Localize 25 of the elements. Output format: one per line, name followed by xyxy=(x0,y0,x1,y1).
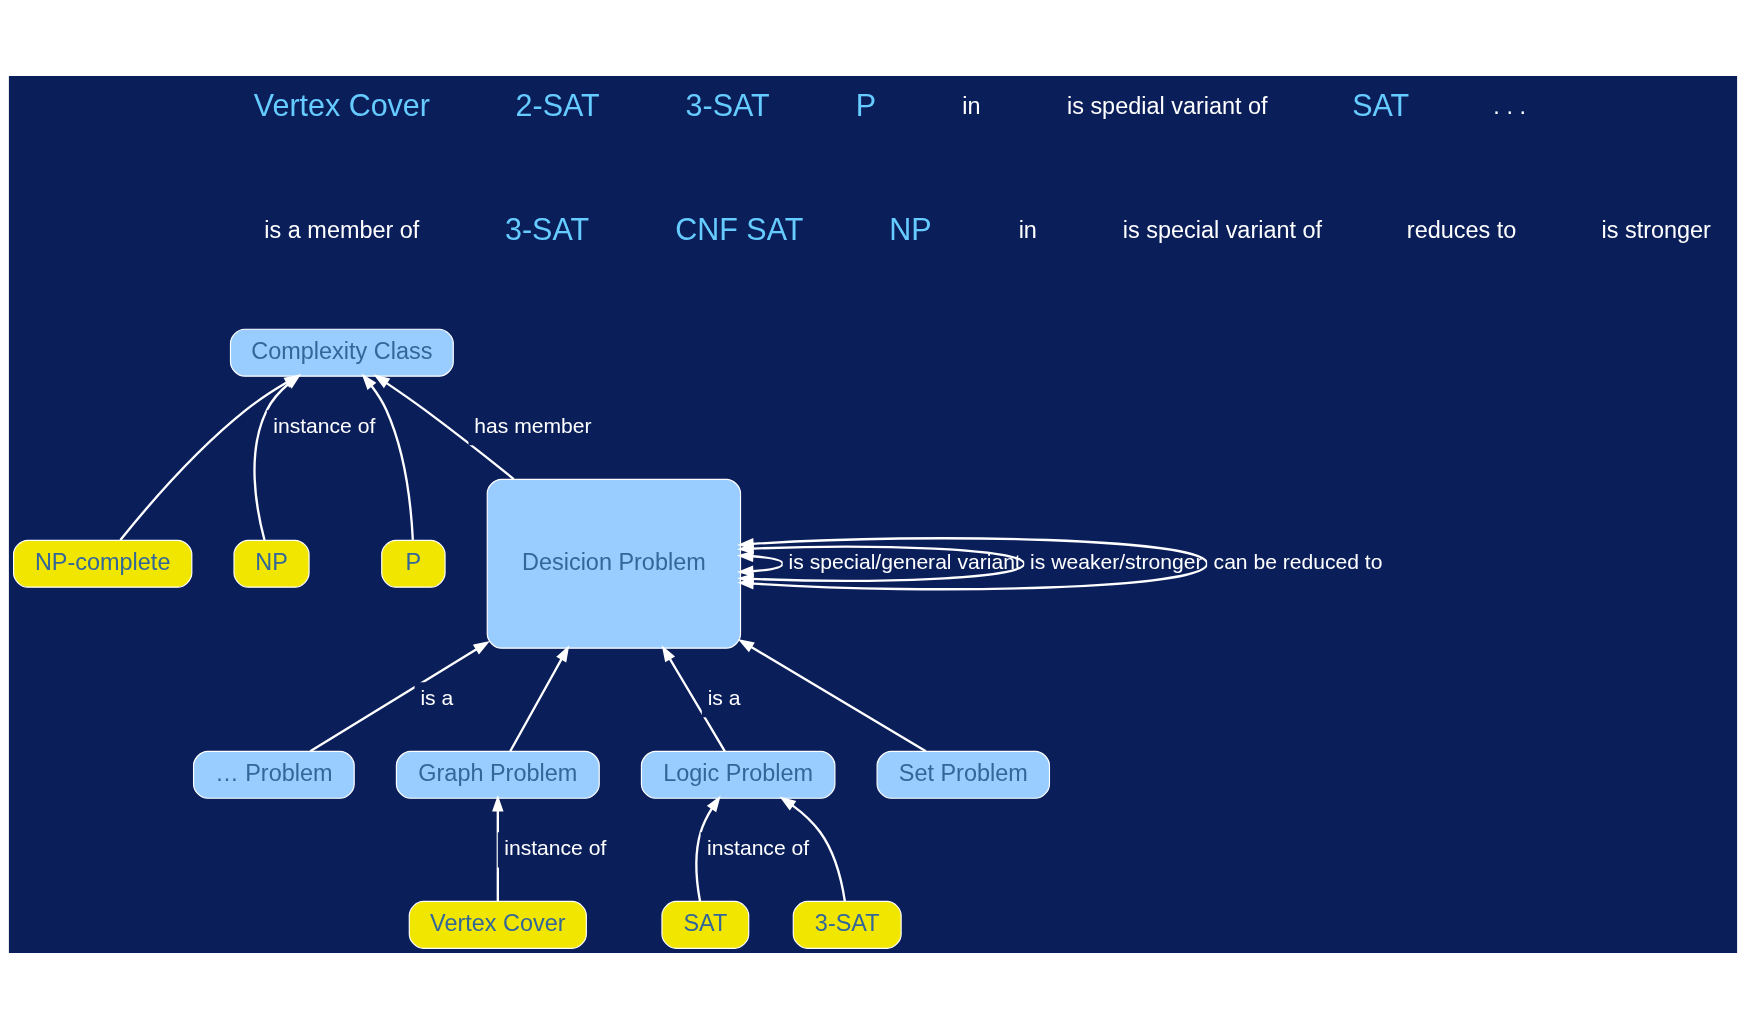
edge-label: is weaker/stronger xyxy=(1030,549,1203,573)
label: is a member of xyxy=(264,217,420,244)
label: in xyxy=(1018,217,1037,244)
edge-label: instance of xyxy=(707,835,810,859)
label: is special variant of xyxy=(1122,217,1323,244)
edge-label: is a xyxy=(420,685,454,709)
label: CNF SAT xyxy=(675,211,804,246)
edge-label: instance of xyxy=(273,413,376,437)
label: in xyxy=(962,93,981,120)
label: 2-SAT xyxy=(515,87,600,122)
label: P xyxy=(855,87,877,122)
label: is stronger xyxy=(1601,217,1711,244)
label: 3-SAT xyxy=(505,211,590,246)
edge-label: is a xyxy=(707,685,741,709)
edge-label: can be reduced to xyxy=(1213,549,1383,573)
edge-label: instance of xyxy=(504,835,607,859)
label: Vertex Cover xyxy=(253,87,430,122)
label: . . . xyxy=(1493,93,1526,120)
label: NP xyxy=(889,211,932,246)
label: reduces to xyxy=(1406,217,1517,244)
label: 3-SAT xyxy=(685,87,770,122)
edge-label: is special/general variant xyxy=(788,549,1021,573)
label: is spedial variant of xyxy=(1066,93,1268,120)
label: SAT xyxy=(1352,87,1410,122)
edge-label: has member xyxy=(474,413,592,437)
